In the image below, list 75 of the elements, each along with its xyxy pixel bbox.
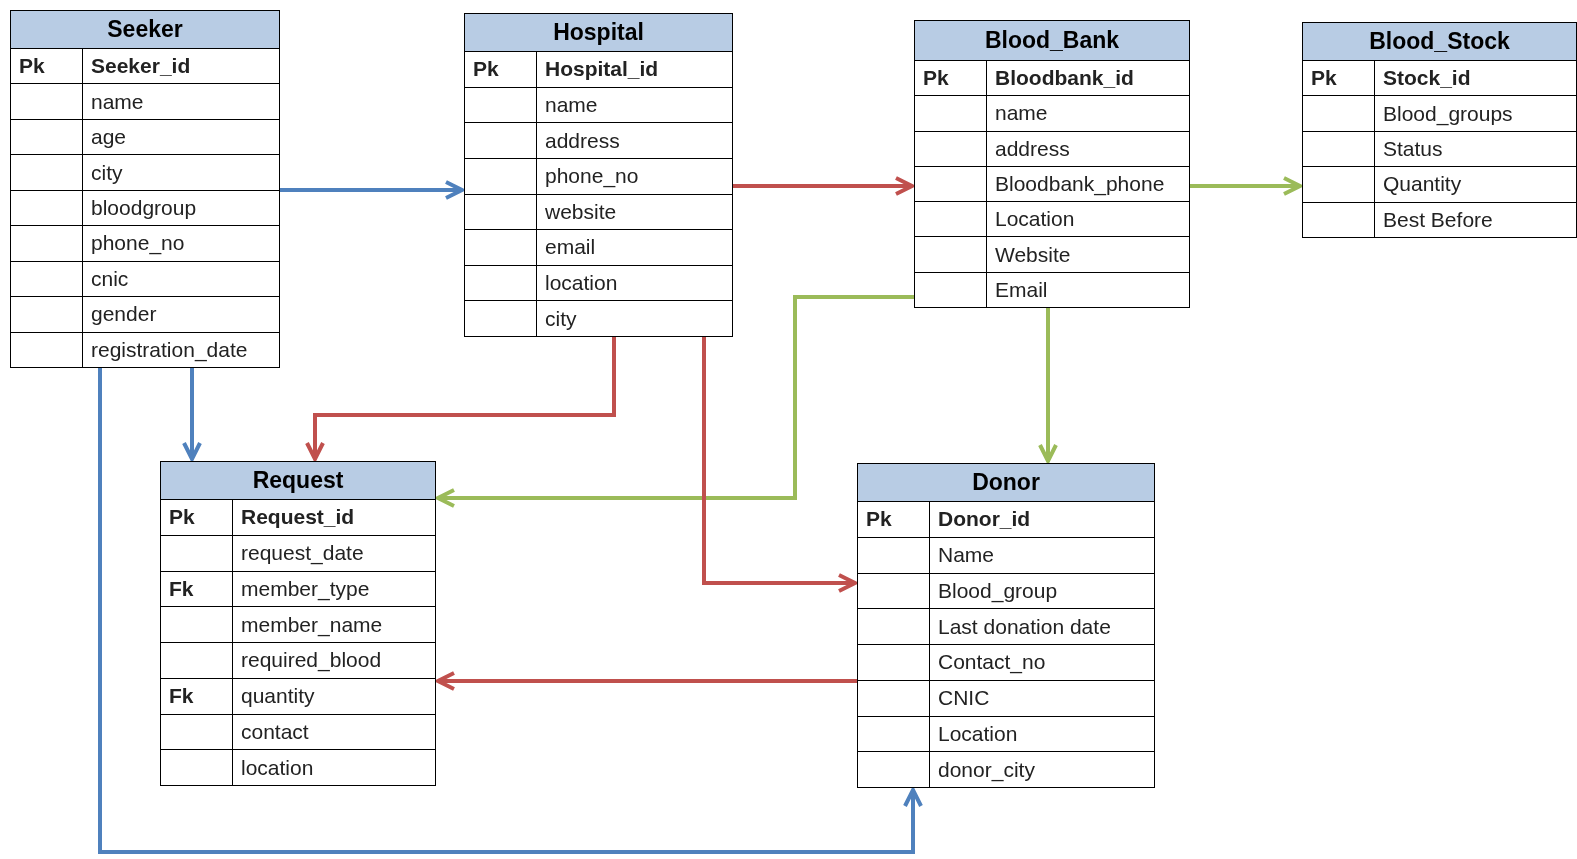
field-cell-text: registration_date <box>90 336 249 364</box>
field-cell-text: Bloodbank_id <box>994 65 1135 92</box>
key-cell: Pk <box>161 500 233 535</box>
arrow <box>702 337 857 593</box>
key-cell: Pk <box>11 49 83 84</box>
field-cell-text: Donor_id <box>937 506 1032 533</box>
field-cell-text: Best Before <box>1382 206 1494 233</box>
field-cell-text: request_date <box>240 540 365 567</box>
field-cell-text: city <box>544 305 578 332</box>
field-cell-text: member_type <box>240 575 371 603</box>
arrow <box>98 368 923 854</box>
entity-table <box>914 20 1190 308</box>
field-cell-text: age <box>90 124 128 151</box>
field-cell-text: Website <box>994 241 1072 268</box>
arrow <box>436 295 914 508</box>
field-cell-text: Blood_groups <box>1382 100 1514 128</box>
field-cell-text: name <box>994 100 1049 127</box>
field-cell-text: quantity <box>240 683 316 710</box>
field-cell-text: email <box>544 234 597 261</box>
field-cell-text: gender <box>90 301 158 328</box>
field-cell-text: Email <box>994 276 1049 303</box>
field-cell-text: contact <box>240 718 310 745</box>
field-cell-text: Stock_id <box>1382 65 1472 92</box>
arrow <box>182 368 202 461</box>
field-cell-text: Bloodbank_phone <box>994 171 1166 198</box>
arrow <box>280 180 464 200</box>
field-cell-text: Name <box>937 542 996 569</box>
field-cell-text: Quantity <box>1382 171 1463 198</box>
arrow <box>733 176 914 196</box>
key-cell: Pk <box>1303 61 1375 96</box>
field-cell-text: phone_no <box>90 230 186 257</box>
field-cell-text: Last donation date <box>937 613 1112 640</box>
field-cell-text: bloodgroup <box>90 194 198 221</box>
field-cell-text: member_name <box>240 611 384 639</box>
table-header: Hospital <box>465 14 732 52</box>
field-cell-text: Seeker_id <box>90 53 192 80</box>
field-cell-text: website <box>544 198 618 225</box>
field-cell-text: Location <box>937 720 1019 747</box>
key-cell: Fk <box>161 571 233 607</box>
field-cell-text: location <box>544 270 619 297</box>
field-cell-text: name <box>544 91 599 118</box>
key-cell: Pk <box>858 502 930 537</box>
field-cell-text: cnic <box>90 265 130 292</box>
field-cell-text: location <box>240 754 315 781</box>
entity-table <box>464 13 733 337</box>
field-cell-text: address <box>544 127 621 154</box>
table-header: Seeker <box>11 11 279 49</box>
table-header: Blood_Bank <box>915 21 1189 61</box>
field-cell-text: required_blood <box>240 647 383 674</box>
field-cell-text: Hospital_id <box>544 56 660 83</box>
entity-table <box>10 10 280 368</box>
field-cell-text: city <box>90 159 124 186</box>
field-cell-text: Blood_group <box>937 577 1059 605</box>
field-cell-text: name <box>90 88 145 115</box>
key-cell: Fk <box>161 678 233 714</box>
table-header: Donor <box>858 464 1154 502</box>
key-cell: Pk <box>915 61 987 96</box>
key-cell: Pk <box>465 52 537 87</box>
entity-table <box>1302 22 1577 238</box>
field-cell-text: Request_id <box>240 504 356 531</box>
field-cell-text: Location <box>994 206 1076 233</box>
field-cell-text: phone_no <box>544 163 640 190</box>
field-cell-text: Contact_no <box>937 649 1047 676</box>
arrow <box>1190 176 1302 196</box>
field-cell-text: CNIC <box>937 685 991 712</box>
field-cell-text: donor_city <box>937 756 1036 784</box>
arrow <box>436 671 857 691</box>
entity-table <box>160 461 436 786</box>
table-header: Blood_Stock <box>1303 23 1576 61</box>
arrow <box>305 337 616 461</box>
field-cell-text: Status <box>1382 136 1444 162</box>
entity-table <box>857 463 1155 788</box>
field-cell-text: address <box>994 135 1071 162</box>
arrow <box>1038 308 1058 463</box>
table-header: Request <box>161 462 435 500</box>
